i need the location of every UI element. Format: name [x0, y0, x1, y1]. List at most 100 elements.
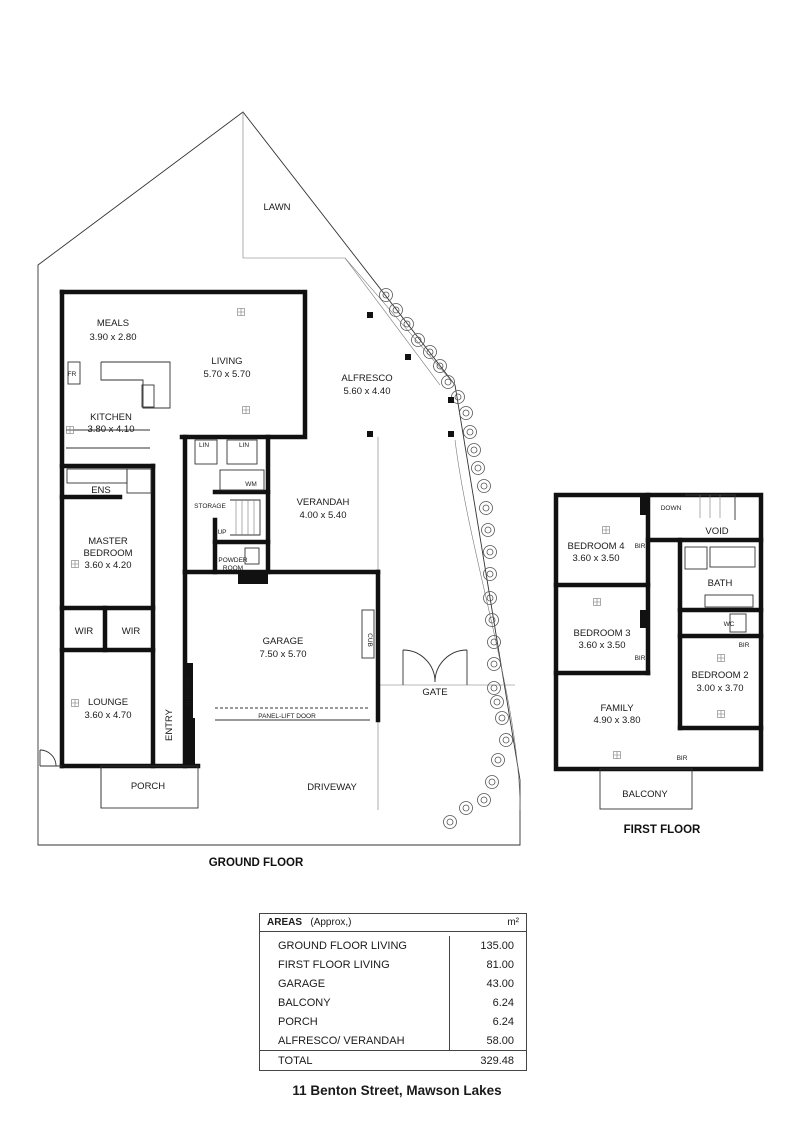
room-dim-bedroom-4: 3.60 x 3.50 [572, 553, 619, 564]
ground-floor-title: GROUND FLOOR [209, 857, 304, 869]
powder-room-label-2: ROOM [223, 565, 243, 572]
shelves-label: SHELVES [185, 677, 192, 707]
light-fixtures [66, 308, 725, 759]
cupboard-label: CUB [366, 633, 373, 647]
light-icon [242, 406, 250, 414]
tree-icon [436, 362, 444, 370]
tree-icon [485, 613, 499, 627]
tree-icon [502, 736, 510, 744]
room-dim-kitchen: 3.80 x 4.10 [87, 424, 134, 435]
room-label-lounge: LOUNGE [88, 697, 128, 708]
garden-trees [379, 288, 513, 829]
tree-icon [480, 482, 488, 490]
tree-icon [495, 711, 509, 725]
tree-icon [490, 684, 498, 692]
tree-icon [483, 567, 497, 581]
tree-icon [490, 660, 498, 668]
light-icon [71, 560, 79, 568]
tree-icon [462, 409, 470, 417]
room-dim-bedroom-2: 3.00 x 3.70 [696, 683, 743, 694]
tree-icon [498, 714, 506, 722]
areas-header-label: AREAS [267, 917, 303, 928]
light-icon [613, 751, 621, 759]
light-icon [717, 710, 725, 718]
tree-icon [426, 348, 434, 356]
bir-label-1: BIR [635, 543, 646, 550]
tree-icon [443, 815, 457, 829]
room-dim-bedroom-3: 3.60 x 3.50 [578, 640, 625, 651]
tree-icon [480, 796, 488, 804]
light-icon [593, 598, 601, 606]
bir-label-4: BIR [677, 755, 688, 762]
tree-icon [487, 681, 501, 695]
room-label-porch: PORCH [131, 781, 165, 792]
gate-label: GATE [422, 687, 447, 698]
ground-floor-walls [59, 289, 454, 769]
tree-icon [491, 753, 505, 767]
washing-machine-label: WM [245, 481, 257, 488]
tree-icon [382, 291, 390, 299]
tree-icon [483, 545, 497, 559]
light-icon [602, 526, 610, 534]
room-label-garage: GARAGE [263, 636, 304, 647]
driveway-label: DRIVEWAY [307, 782, 357, 793]
room-label-balcony: BALCONY [622, 789, 668, 800]
tree-icon [494, 756, 502, 764]
stairs-up-label: UP [217, 529, 226, 536]
tree-icon [463, 425, 477, 439]
wc-label: WC [724, 621, 735, 628]
room-label-kitchen: KITCHEN [90, 412, 132, 423]
tree-icon [482, 504, 490, 512]
room-label-wir-1: WIR [75, 626, 94, 637]
stairs-down-label: DOWN [661, 505, 682, 512]
tree-icon [481, 523, 495, 537]
room-label-bedroom-2: BEDROOM 2 [691, 670, 748, 681]
area-total-row: TOTAL 329.48 [260, 1050, 526, 1070]
tree-icon [466, 428, 474, 436]
tree-icon [499, 733, 513, 747]
tree-icon [403, 320, 411, 328]
room-label-alfresco: ALFRESCO [341, 373, 392, 384]
tree-icon [471, 461, 485, 475]
room-dim-family: 4.90 x 3.80 [593, 715, 640, 726]
room-label-lawn: LAWN [263, 202, 290, 213]
tree-icon [389, 303, 403, 317]
light-icon [237, 308, 245, 316]
area-total-label: TOTAL [278, 1054, 313, 1067]
room-label-bath: BATH [708, 578, 733, 589]
room-label-meals: MEALS [97, 318, 129, 329]
tree-icon [490, 638, 498, 646]
tree-icon [441, 375, 455, 389]
room-label-master-1: MASTER [88, 536, 128, 547]
tree-icon [433, 359, 447, 373]
tree-icon [485, 775, 499, 789]
ground-floor-fixtures [39, 361, 468, 809]
room-label-entry: ENTRY [164, 708, 175, 741]
tree-icon [414, 336, 422, 344]
room-label-bedroom-4: BEDROOM 4 [567, 541, 624, 552]
tree-icon [487, 635, 501, 649]
room-label-family: FAMILY [600, 703, 634, 714]
tree-icon [477, 793, 491, 807]
linen-label-1: LIN [199, 442, 209, 449]
tree-icon [479, 501, 493, 515]
tree-icon [483, 591, 497, 605]
areas-approx-label: (Approx,) [310, 917, 352, 928]
tree-icon [487, 657, 501, 671]
tree-icon [446, 818, 454, 826]
linen-label-2: LIN [239, 442, 249, 449]
tree-icon [423, 345, 437, 359]
tree-icon [477, 479, 491, 493]
first-floor-walls [553, 492, 764, 810]
fridge-label: FR [68, 371, 77, 378]
area-total-value: 329.48 [480, 1054, 514, 1067]
room-dim-lounge: 3.60 x 4.70 [84, 710, 131, 721]
property-address: 11 Benton Street, Mawson Lakes [292, 1083, 502, 1098]
room-label-bedroom-3: BEDROOM 3 [573, 628, 630, 639]
